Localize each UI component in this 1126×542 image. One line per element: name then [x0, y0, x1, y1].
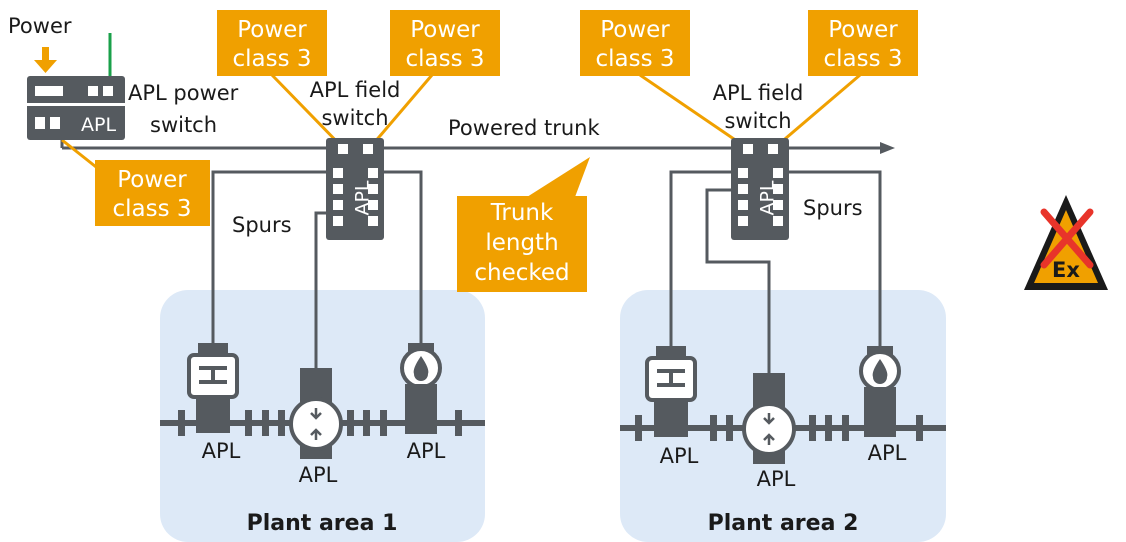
plant-area-2-title: Plant area 2 [708, 511, 859, 536]
flowmeter-icon [289, 368, 343, 459]
callout-leaders [61, 73, 861, 180]
apl-power-switch-label-1: APL power [128, 81, 239, 105]
plant-area-1-title: Plant area 1 [247, 511, 398, 536]
svg-text:length: length [485, 230, 558, 256]
power-class-callout-fs1-left: Power class 3 [217, 10, 327, 76]
trunk-length-checked-callout: Trunk length checked [457, 157, 590, 292]
device-label-2-3: APL [868, 441, 907, 465]
svg-text:Ex: Ex [1052, 258, 1080, 282]
power-switch-apl-text: APL [81, 114, 116, 136]
transmitter-icon [187, 343, 239, 433]
svg-text:APL: APL [352, 180, 374, 215]
svg-text:APL: APL [757, 180, 779, 215]
powered-trunk-label: Powered trunk [448, 116, 600, 140]
field-switch-1-label-2: switch [321, 106, 388, 130]
apl-power-switch: APL [27, 76, 125, 140]
power-class-callout-fs2-left: Power class 3 [580, 10, 690, 76]
svg-text:Power: Power [600, 17, 670, 43]
ex-hazard-crossed-icon: Ex [1024, 195, 1108, 290]
svg-text:Trunk: Trunk [490, 200, 554, 226]
spurs-area-2 [669, 170, 882, 375]
svg-text:Power: Power [237, 17, 307, 43]
svg-text:checked: checked [474, 260, 569, 286]
svg-text:Power: Power [828, 17, 898, 43]
field-switch-2-label-2: switch [724, 109, 791, 133]
svg-text:Power: Power [410, 17, 480, 43]
field-switch-2-label-1: APL field [713, 81, 804, 105]
power-class-callout-fs2-right: Power class 3 [808, 10, 918, 76]
flowmeter-icon [742, 373, 796, 464]
level-sensor-icon [400, 343, 442, 434]
svg-text:class 3: class 3 [823, 46, 902, 72]
spurs-label-1: Spurs [232, 213, 292, 237]
device-label-1-2: APL [299, 463, 338, 487]
power-class-callout-power-switch: Power class 3 [95, 160, 210, 226]
svg-text:class 3: class 3 [405, 46, 484, 72]
svg-text:class 3: class 3 [232, 46, 311, 72]
svg-text:class 3: class 3 [595, 46, 674, 72]
transmitter-icon [645, 346, 697, 437]
apl-field-switch-1: APL [326, 138, 384, 240]
device-label-1-3: APL [407, 439, 446, 463]
apl-field-switch-2: APL [731, 138, 789, 240]
device-label-1-1: APL [202, 439, 241, 463]
svg-text:Power: Power [117, 167, 187, 193]
spurs-area-1 [211, 170, 423, 370]
apl-power-switch-label-2: switch [150, 113, 217, 137]
svg-text:class 3: class 3 [112, 196, 191, 222]
power-class-callout-fs1-right: Power class 3 [390, 10, 500, 76]
spurs-label-2: Spurs [803, 196, 863, 220]
arrow-down-icon [34, 47, 57, 73]
device-label-2-1: APL [660, 444, 699, 468]
device-label-2-2: APL [757, 467, 796, 491]
power-label: Power [8, 14, 72, 38]
level-sensor-icon [859, 346, 901, 437]
field-switch-1-label-1: APL field [310, 78, 401, 102]
